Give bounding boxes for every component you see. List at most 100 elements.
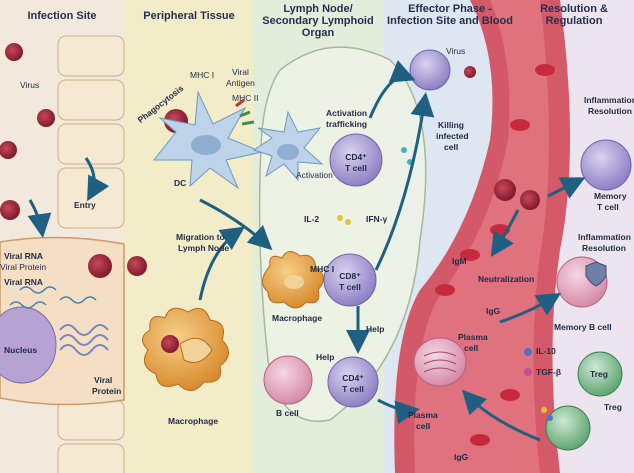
label-mhc-i-mid: MHC I bbox=[310, 264, 334, 274]
to-memory-t-arrow bbox=[547, 177, 586, 199]
to-plasma-arrow bbox=[377, 398, 420, 425]
header-peripheral-tissue: Peripheral Tissue bbox=[143, 10, 235, 22]
plasma-cell-1 bbox=[413, 337, 467, 387]
label-virus: Virus bbox=[20, 80, 39, 90]
label-il10: IL-10 bbox=[536, 346, 556, 356]
label-dc: DC bbox=[174, 178, 186, 188]
label-migration-2: Lymph Node bbox=[178, 243, 229, 253]
cytokines bbox=[337, 147, 553, 421]
label-il2: IL-2 bbox=[304, 214, 319, 224]
label-cd8: CD8⁺ bbox=[339, 271, 361, 281]
lymph-to-migration-arrow bbox=[198, 226, 245, 301]
label-igg-2: IgG bbox=[454, 452, 469, 462]
label-plasma-2b: cell bbox=[416, 421, 430, 431]
virus-icon bbox=[127, 256, 147, 276]
virus-to-cell-arrow bbox=[27, 199, 52, 238]
label-plasma-2: Plasma bbox=[408, 410, 438, 420]
treg-feedback-arrow bbox=[461, 389, 541, 442]
epithelial-cell bbox=[57, 443, 125, 473]
label-igm: IgM bbox=[452, 256, 467, 266]
virus-icon bbox=[5, 43, 23, 61]
label-cd4-1b: T cell bbox=[345, 163, 367, 173]
label-viral-rna-2: Viral RNA bbox=[4, 277, 43, 287]
nucleus-shape bbox=[0, 306, 57, 384]
label-plasma-1: Plasma bbox=[458, 332, 488, 342]
label-neutralization: Neutralization bbox=[478, 274, 534, 284]
label-virus-effector: Virus bbox=[446, 46, 465, 56]
migration-arrow bbox=[199, 198, 273, 251]
red-blood-cell bbox=[460, 249, 480, 261]
pathway-arrows bbox=[27, 60, 586, 442]
header-lymph-node-3: Organ bbox=[302, 27, 335, 39]
virus-icon bbox=[88, 254, 112, 278]
trafficking-arrow bbox=[368, 60, 416, 119]
label-macrophage-ln: Macrophage bbox=[272, 313, 322, 323]
virus-icon bbox=[494, 179, 516, 201]
label-inflammation-2a: Inflammation bbox=[578, 232, 631, 242]
treg-cell-2 bbox=[545, 405, 591, 451]
to-memory-b-arrow bbox=[499, 292, 562, 324]
red-blood-cell bbox=[510, 119, 530, 131]
label-viral-antigen-2: Antigen bbox=[226, 78, 255, 88]
label-cd4-2b: T cell bbox=[342, 384, 364, 394]
macrophage-ln bbox=[262, 251, 324, 309]
cd4-t-cell-2 bbox=[327, 356, 379, 408]
label-mhc-ii: MHC II bbox=[232, 93, 258, 103]
virus-icon bbox=[37, 109, 55, 127]
header-lymph-node-1: Lymph Node/ bbox=[283, 3, 352, 15]
virus-icon bbox=[520, 190, 540, 210]
label-igg-1: IgG bbox=[486, 306, 501, 316]
label-help-2: Help bbox=[316, 352, 334, 362]
b-cell bbox=[263, 355, 313, 405]
treg-cell-1 bbox=[577, 351, 623, 397]
red-blood-cell bbox=[435, 284, 455, 296]
red-blood-cell bbox=[535, 64, 555, 76]
label-cd8b: T cell bbox=[339, 282, 361, 292]
virus-icon bbox=[0, 141, 17, 159]
virus-icon bbox=[0, 200, 20, 220]
header-infection-site: Infection Site bbox=[27, 10, 96, 22]
virus-icon bbox=[161, 335, 179, 353]
entry-arrow bbox=[84, 157, 110, 202]
label-treg-1: Treg bbox=[590, 369, 608, 379]
header-effector-1: Effector Phase - bbox=[408, 3, 492, 15]
cd4-t-cell-1 bbox=[329, 133, 383, 187]
header-resolution-1: Resolution & bbox=[540, 3, 608, 15]
label-plasma-1b: cell bbox=[464, 343, 478, 353]
label-cd4-1: CD4⁺ bbox=[345, 152, 367, 162]
label-memory-t-1: Memory bbox=[594, 191, 627, 201]
label-inflammation-2b: Resolution bbox=[582, 243, 626, 253]
diagram-labels: Virus Entry Viral RNA Viral Protein Vira… bbox=[0, 46, 634, 462]
label-migration-1: Migration to bbox=[176, 232, 225, 242]
label-viral-antigen-1: Viral bbox=[232, 67, 249, 77]
header-resolution-2: Regulation bbox=[546, 15, 603, 27]
epithelial-cell bbox=[57, 167, 125, 229]
shield-icon bbox=[585, 261, 607, 287]
header-lymph-node-2: Secondary Lymphoid bbox=[262, 15, 373, 27]
label-activation-1: Activation bbox=[326, 108, 367, 118]
label-inflammation-1a: Inflammation bbox=[584, 95, 634, 105]
label-macrophage-tissue: Macrophage bbox=[168, 416, 218, 426]
label-treg-2: Treg bbox=[604, 402, 622, 412]
epithelial-cell bbox=[57, 35, 125, 77]
killer-t-cell bbox=[409, 49, 451, 91]
label-killing-3: cell bbox=[444, 142, 458, 152]
label-activation-2: trafficking bbox=[326, 119, 367, 129]
label-memory-b: Memory B cell bbox=[554, 322, 612, 332]
macrophage-tissue bbox=[142, 307, 229, 391]
virus-icon bbox=[464, 66, 476, 78]
label-ifng: IFN-γ bbox=[366, 214, 388, 224]
cd8-to-effector-arrow bbox=[374, 92, 435, 271]
dendritic-cell bbox=[152, 90, 264, 190]
label-activation-3: Activation bbox=[296, 170, 333, 180]
label-inflammation-1b: Resolution bbox=[588, 106, 632, 116]
infected-cell bbox=[0, 236, 125, 406]
label-viral-protein-2b: Protein bbox=[92, 386, 121, 396]
label-nucleus: Nucleus bbox=[4, 345, 37, 355]
red-blood-cell bbox=[470, 434, 490, 446]
label-viral-protein-2a: Viral bbox=[94, 375, 112, 385]
label-help-1: Help bbox=[366, 324, 384, 334]
epithelial-cell bbox=[57, 399, 125, 441]
